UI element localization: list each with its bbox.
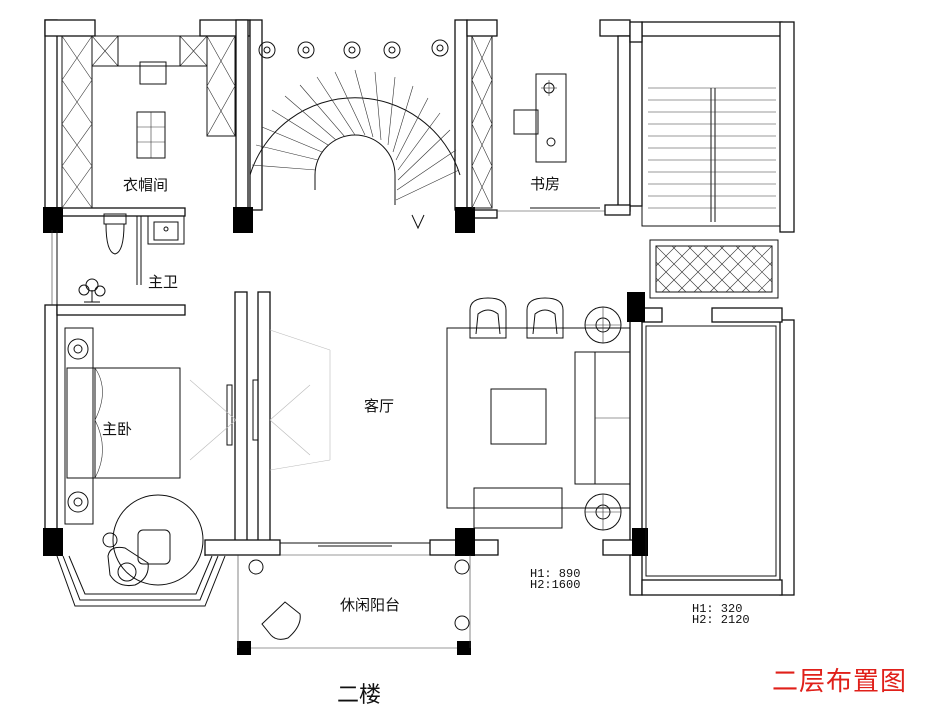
- window-dimension-h2-right: H2: 2120: [692, 613, 750, 627]
- plant-icon: [78, 278, 106, 303]
- window-dimension-h1-right: H1: 320: [692, 602, 742, 616]
- spiral-staircase: [249, 69, 461, 230]
- straight-staircase: [641, 35, 781, 577]
- room-label-leisure-balcony: 休闲阳台: [340, 596, 400, 614]
- structural-columns: [43, 207, 648, 655]
- floor-label: 二楼: [337, 683, 381, 708]
- master-bath: [51, 213, 185, 305]
- partition-doors: [189, 379, 311, 461]
- window-dimension-h2: H2:1600: [530, 578, 580, 592]
- living-room: [269, 297, 631, 556]
- plant-row: [258, 39, 449, 59]
- walls: [44, 19, 795, 596]
- study-room: [471, 35, 605, 212]
- leisure-balcony: [237, 555, 471, 649]
- master-bedroom: [56, 327, 226, 607]
- wardrobe-room: [61, 35, 236, 209]
- room-label-master-bath: 主卫: [148, 273, 178, 291]
- drawing-title: 二层布置图: [772, 667, 907, 697]
- room-label-wardrobe: 衣帽间: [123, 176, 168, 194]
- window-dimension-h1: H1: 890: [530, 567, 580, 581]
- room-label-study: 书房: [530, 175, 560, 193]
- room-label-living-room: 客厅: [364, 397, 394, 415]
- room-label-master-bedroom: 主卧: [102, 420, 132, 438]
